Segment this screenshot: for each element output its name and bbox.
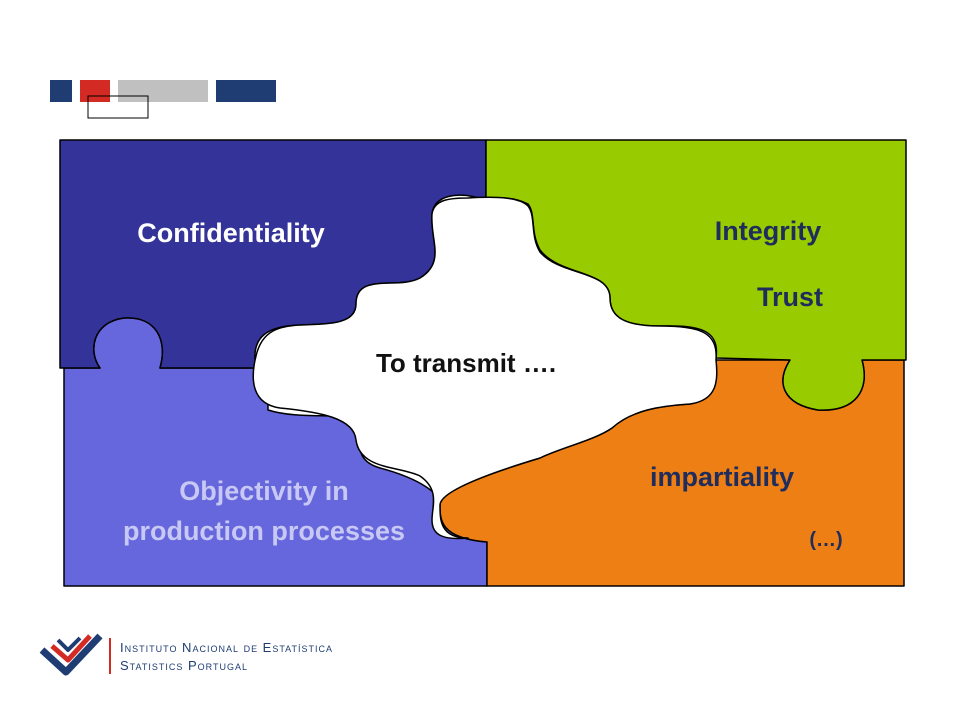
header-square-red — [80, 80, 110, 102]
logo-name-line1: Instituto Nacional de Estatística — [120, 640, 333, 655]
header-outline-box — [87, 95, 149, 119]
label-etc: (…) — [809, 529, 842, 551]
logo-name-line2: Statistics Portugal — [120, 658, 248, 673]
ine-logo: Instituto Nacional de Estatística Statis… — [26, 630, 450, 680]
label-confidentiality: Confidentiality — [137, 218, 325, 248]
header-bar-gray — [118, 80, 208, 102]
puzzle — [59, 139, 907, 587]
label-impartiality: impartiality — [650, 462, 794, 492]
label-objectivity-line2: production processes — [123, 516, 405, 546]
label-center: To transmit …. — [376, 348, 556, 378]
label-integrity: Integrity — [715, 216, 822, 246]
header-bar-navy — [216, 80, 276, 102]
label-trust: Trust — [757, 282, 823, 312]
puzzle-piece-center — [252, 196, 718, 540]
puzzle-labels: Confidentiality Integrity Trust To trans… — [123, 216, 843, 551]
header-square-navy — [50, 80, 72, 102]
label-objectivity-line1: Objectivity in — [179, 476, 349, 506]
logo-check-icon — [39, 633, 103, 676]
header-decoration — [50, 80, 276, 119]
